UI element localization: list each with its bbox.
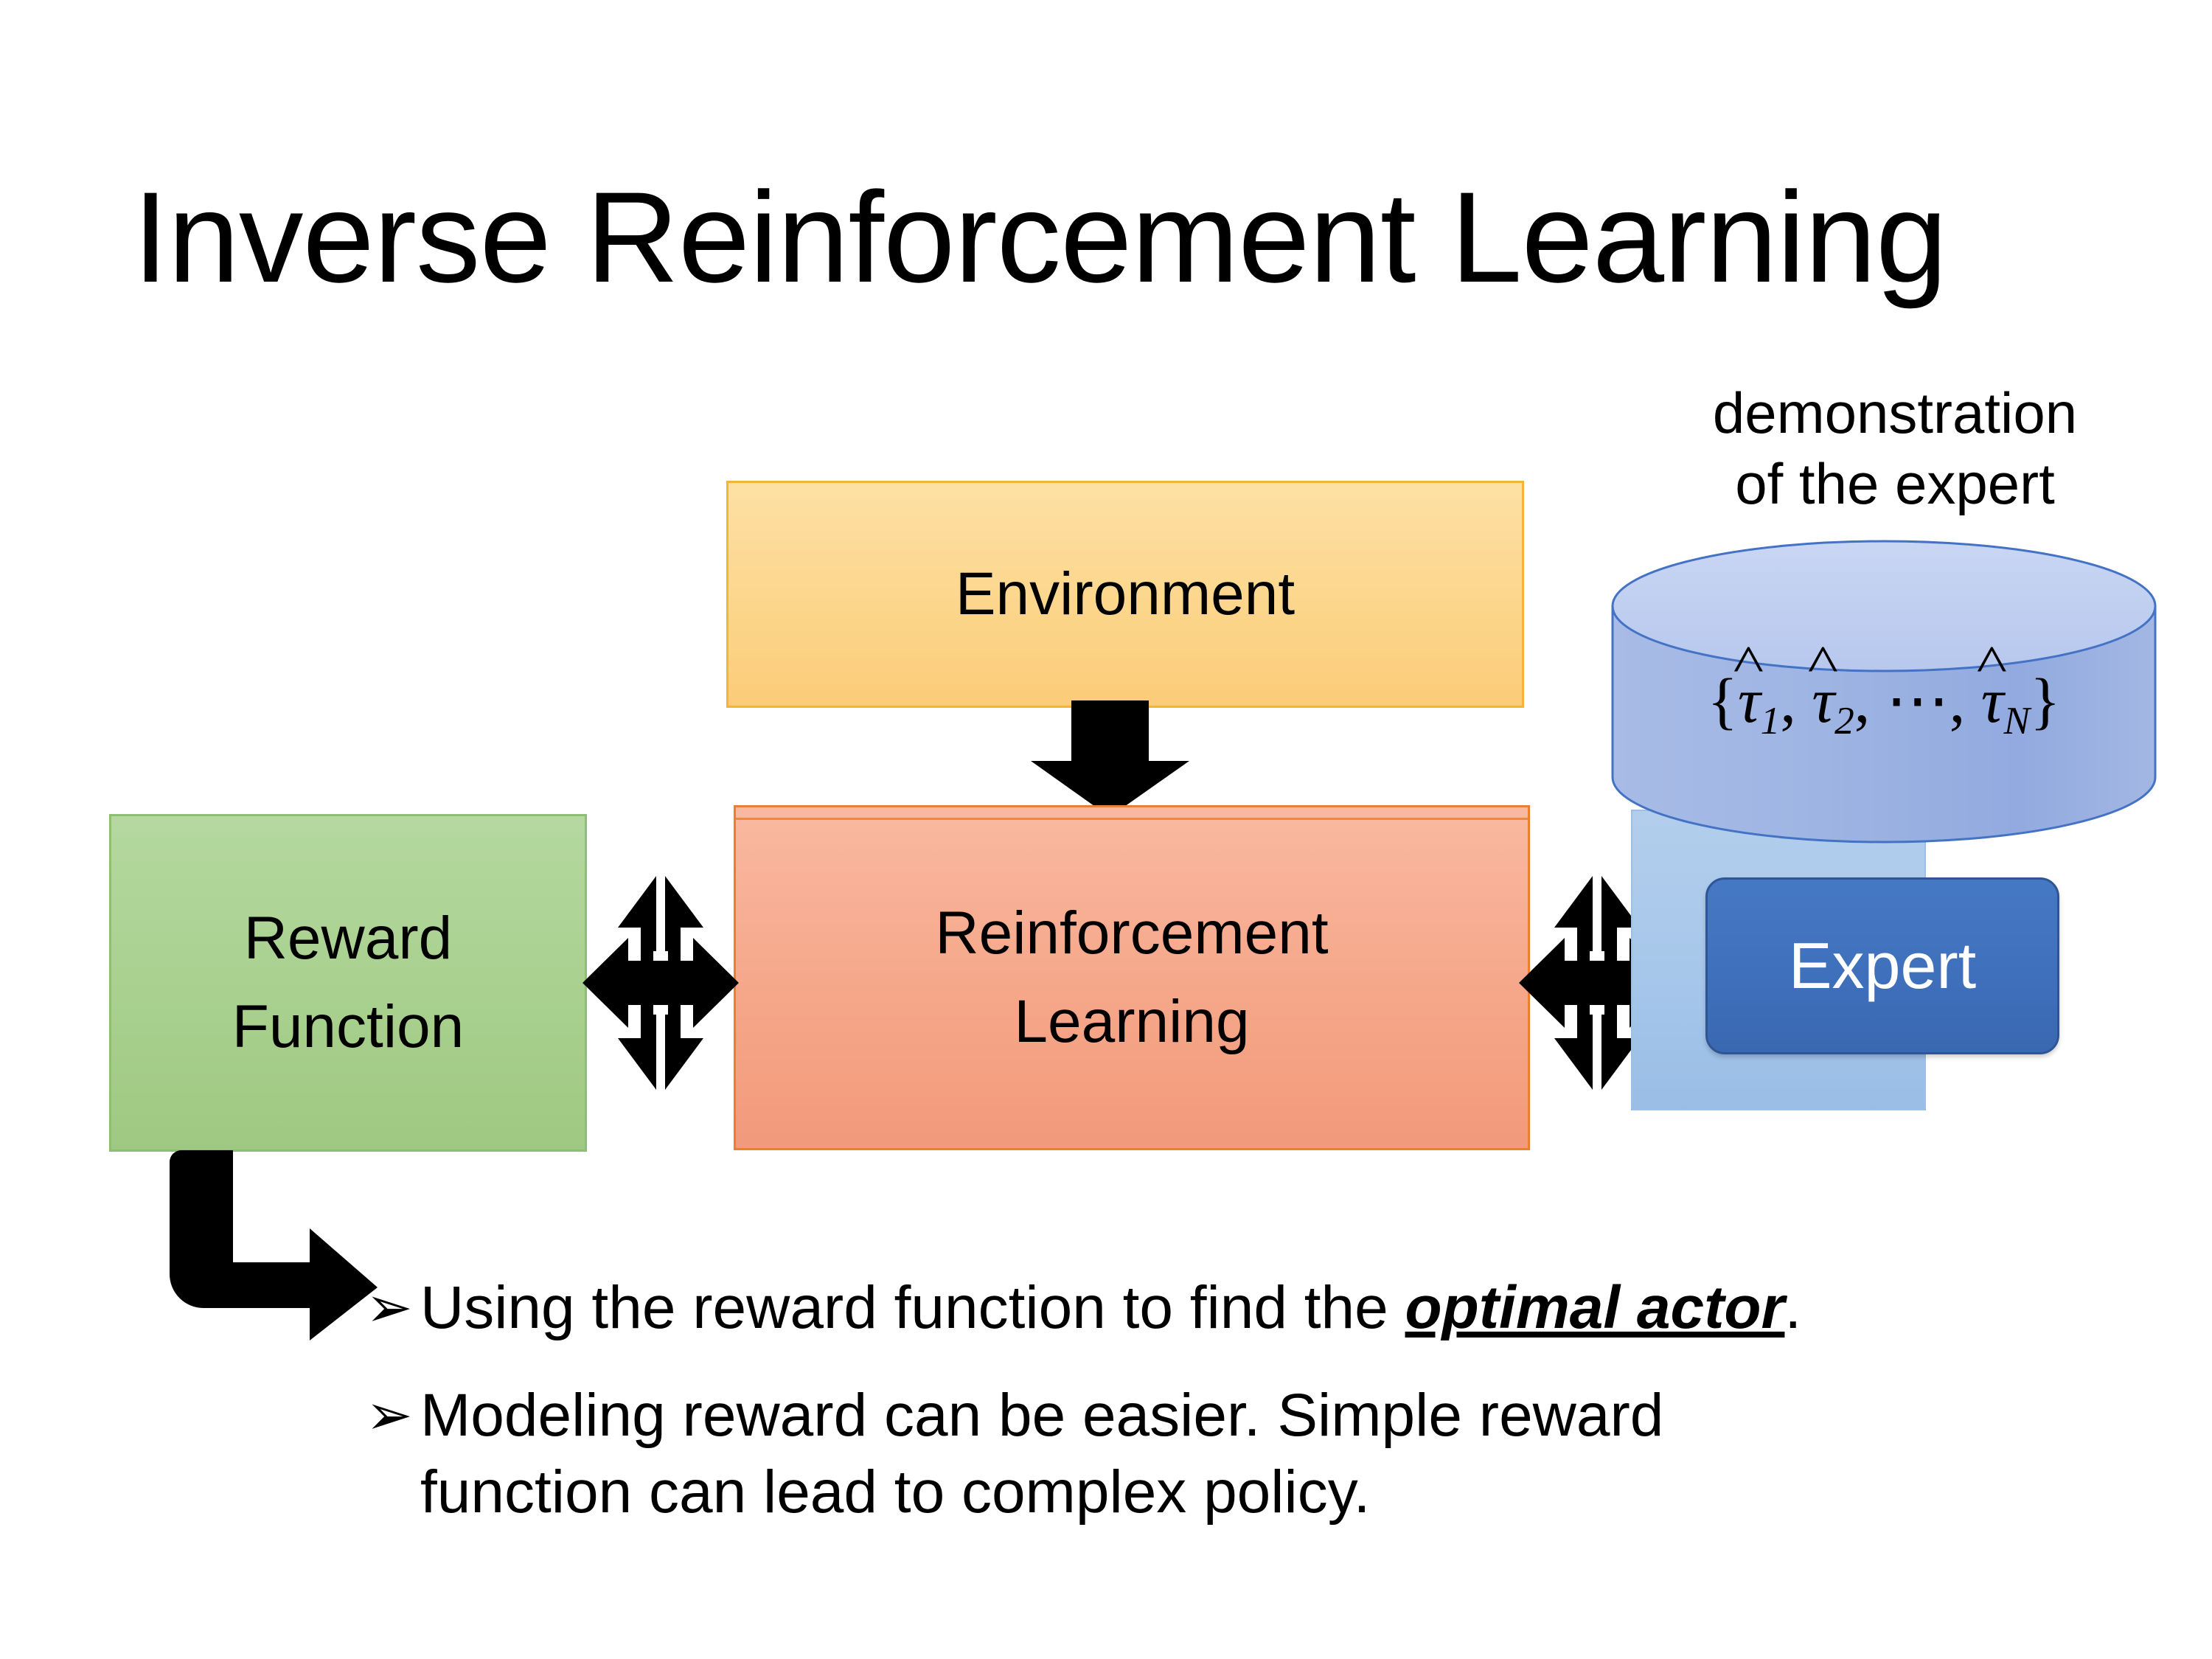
reward-to-bullets-elbow-arrow — [170, 1150, 378, 1340]
environment-box: Environment — [726, 481, 1524, 708]
bullet-arrow-icon: ➢ — [366, 1384, 413, 1447]
list-item: ➢ Using the reward function to find the … — [366, 1270, 2062, 1346]
formula-comma-2: , — [1854, 665, 1871, 736]
bullet-1-pre: Using the reward function to find the — [420, 1274, 1405, 1341]
formula-tau-2: τ — [1812, 664, 1834, 737]
formula-tau-1: τ — [1738, 664, 1761, 737]
bullet-arrow-icon: ➢ — [366, 1276, 413, 1339]
formula-ellipsis: ⋯ — [1885, 665, 1950, 736]
formula-close-brace: } — [2030, 665, 2061, 736]
reinforcement-learning-box: Reinforcement Learning — [734, 805, 1530, 1150]
formula-sub-2: 2 — [1834, 698, 1854, 742]
reward-to-rl-double-arrow — [582, 876, 739, 1090]
bullet-1-emphasis: optimal actor — [1405, 1274, 1785, 1341]
bullet-text-2: Modeling reward can be easier. Simple re… — [420, 1382, 1664, 1526]
reinforcement-learning-label: Reinforcement Learning — [935, 900, 1329, 1055]
formula-sub-1: 1 — [1760, 698, 1781, 742]
reward-function-label: Reward Function — [232, 905, 465, 1060]
environment-label: Environment — [955, 560, 1295, 627]
rl-box-inner-rule — [736, 818, 1528, 820]
bullet-text-1: Using the reward function to find the op… — [420, 1270, 2062, 1346]
page-title: Inverse Reinforcement Learning — [133, 166, 1947, 310]
bullet-list: ➢ Using the reward function to find the … — [366, 1270, 2062, 1562]
reward-function-box: Reward Function — [109, 814, 587, 1152]
list-item: ➢ Modeling reward can be easier. Simple … — [366, 1377, 2062, 1531]
trajectory-set-formula: {τ1, τ2, ⋯, τN} — [1611, 664, 2157, 742]
formula-comma-3: , — [1949, 665, 1966, 736]
bullet-1-post: . — [1784, 1274, 1802, 1341]
formula-tau-n: τ — [1981, 664, 2004, 737]
formula-sub-n: N — [2003, 698, 2031, 742]
expert-box: Expert — [1705, 877, 2059, 1054]
formula-comma-1: , — [1780, 665, 1796, 736]
expert-label: Expert — [1788, 929, 1977, 1002]
demonstration-caption: demonstration of the expert — [1712, 380, 2078, 516]
env-to-rl-arrow — [1031, 700, 1189, 817]
